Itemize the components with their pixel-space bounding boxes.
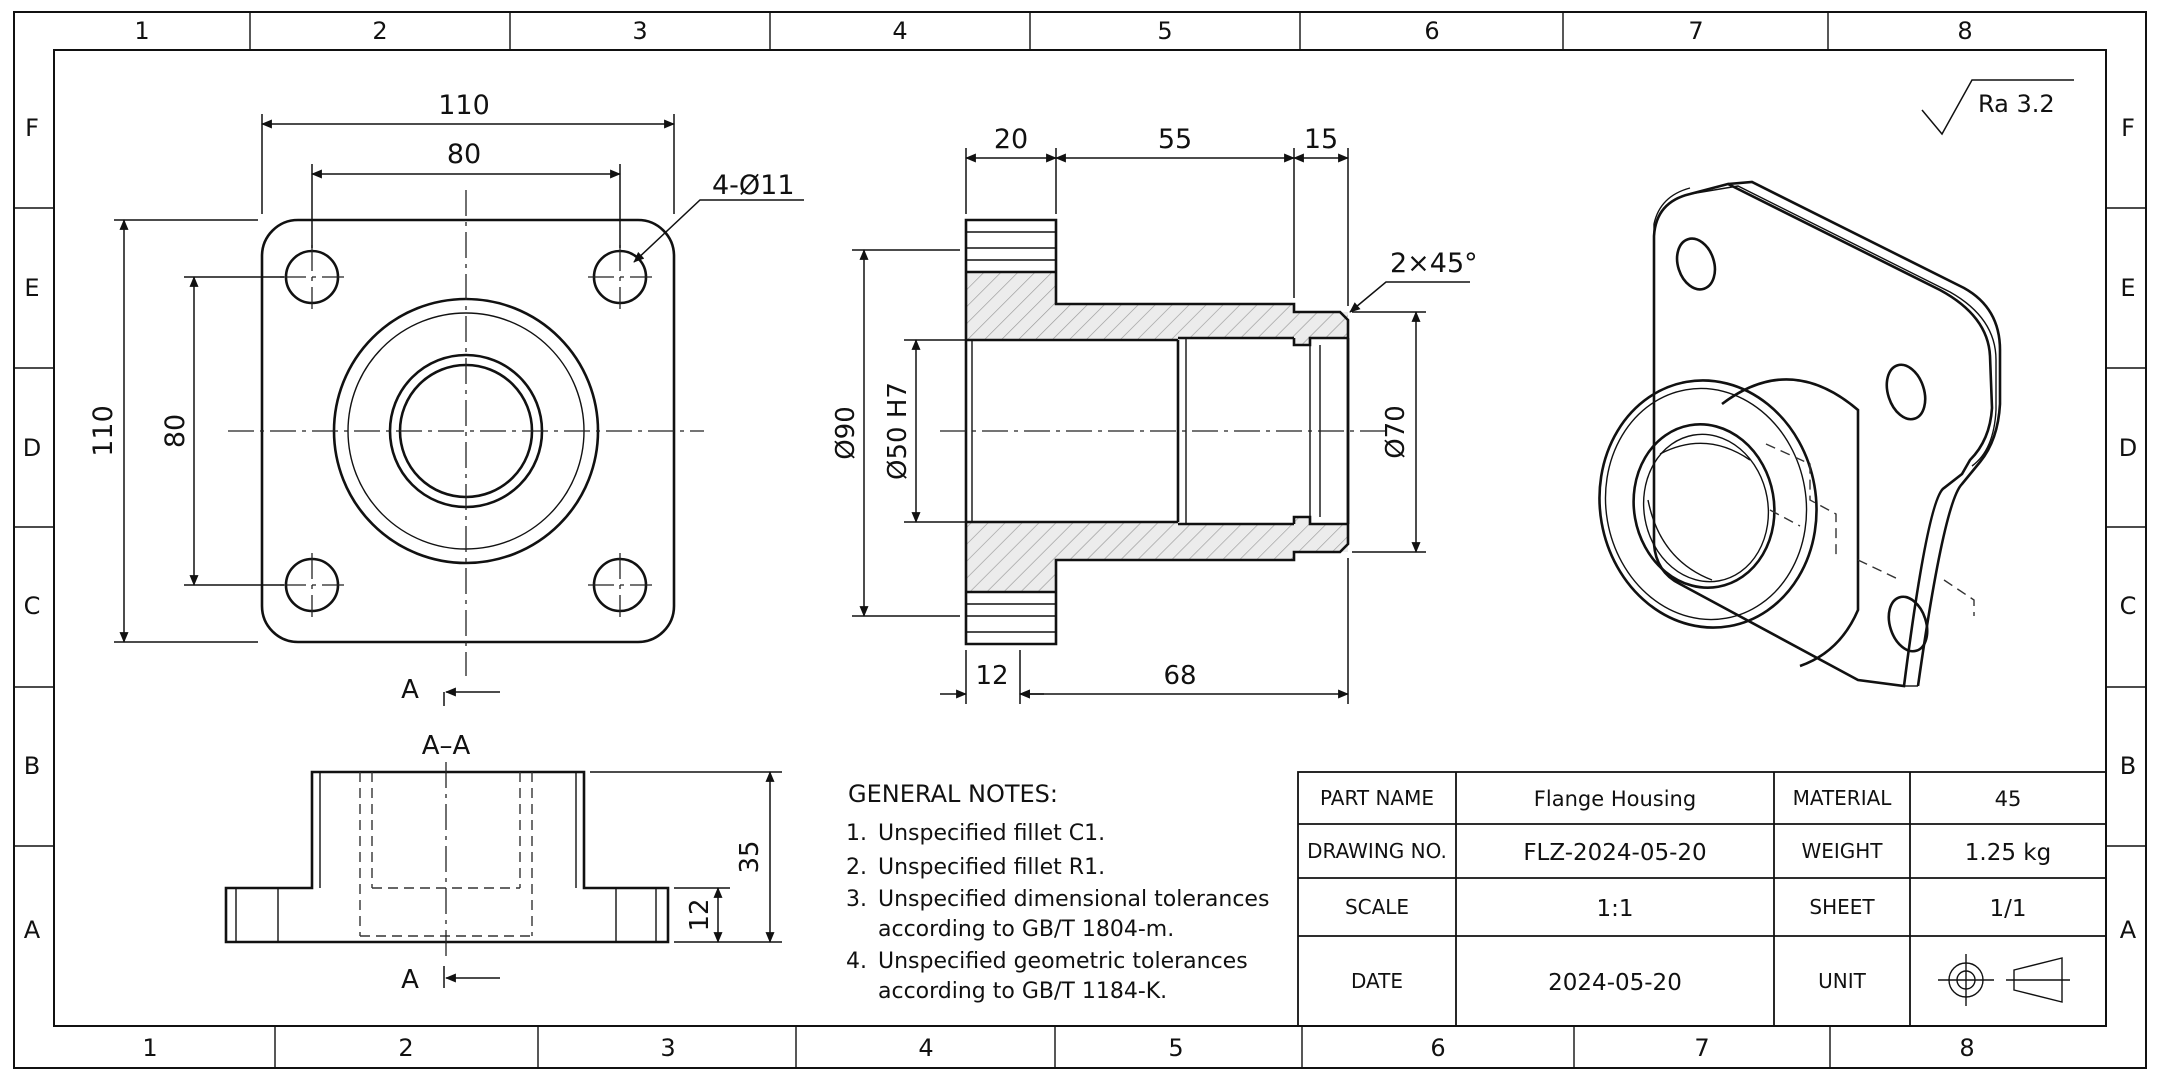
dim-total-hub: 68 xyxy=(1163,661,1196,691)
section-marker-top: A xyxy=(401,675,419,705)
dia-hub: Ø70 xyxy=(1381,405,1411,459)
top-view: 110 80 110 80 4-Ø11 A xyxy=(88,90,804,706)
zone-col-4: 4 xyxy=(892,17,907,45)
dim-overall-width: 110 xyxy=(438,90,490,121)
zone-labels-right: F E D C B A xyxy=(2119,114,2137,944)
zone-row-d: D xyxy=(23,434,41,462)
tb-part-name-label: PART NAME xyxy=(1320,786,1434,810)
note-2-text: Unspecified fillet R1. xyxy=(878,855,1105,880)
zone-col-6-bottom: 6 xyxy=(1430,1034,1445,1062)
section-a-a-view: A–A 35 12 A xyxy=(224,731,782,995)
note-4-text-cont: according to GB/T 1184-K. xyxy=(878,979,1167,1004)
dim-lower-flange: 12 xyxy=(975,661,1008,691)
zone-col-8: 8 xyxy=(1957,17,1972,45)
zone-col-2-bottom: 2 xyxy=(398,1034,413,1062)
zone-col-1: 1 xyxy=(134,17,149,45)
section-dim-height: 35 xyxy=(735,840,765,873)
dia-bore: Ø50 H7 xyxy=(883,382,913,480)
zone-col-8-bottom: 8 xyxy=(1959,1034,1974,1062)
zone-col-1-bottom: 1 xyxy=(142,1034,157,1062)
zone-row-b-right: B xyxy=(2120,752,2136,780)
section-outline xyxy=(224,770,670,944)
tb-scale-label: SCALE xyxy=(1345,895,1409,919)
iso-hole-tl xyxy=(1675,237,1717,291)
iso-flange-plate xyxy=(1652,182,1994,688)
zone-row-a: A xyxy=(24,916,41,944)
general-notes: GENERAL NOTES: 1. Unspecified fillet C1.… xyxy=(846,780,1269,1004)
note-4-num: 4. xyxy=(846,949,867,974)
dia-flange: Ø90 xyxy=(831,406,861,460)
zone-col-6: 6 xyxy=(1424,17,1439,45)
tb-scale: 1:1 xyxy=(1596,896,1633,922)
tb-weight-label: WEIGHT xyxy=(1801,839,1883,863)
iso-hub-face-outer xyxy=(1598,379,1818,629)
note-4-text: Unspecified geometric tolerances xyxy=(878,949,1248,974)
note-2-num: 2. xyxy=(846,855,867,880)
zone-labels-top: 1 2 3 4 5 6 7 8 xyxy=(134,17,1972,45)
iso-hole-br xyxy=(1887,595,1929,653)
dim-groove-length: 15 xyxy=(1304,124,1338,155)
front-section-view: 20 55 15 2×45° Ø90 Ø50 H7 Ø70 12 68 xyxy=(831,124,1478,704)
note-3-text: Unspecified dimensional tolerances xyxy=(878,887,1269,912)
zone-row-e-right: E xyxy=(2120,274,2135,302)
dim-hub-length: 55 xyxy=(1158,124,1192,155)
tb-drawing-no-label: DRAWING NO. xyxy=(1307,839,1447,863)
zone-col-3: 3 xyxy=(632,17,647,45)
surface-finish-text: Ra 3.2 xyxy=(1978,90,2055,118)
dim-overall-height: 110 xyxy=(88,405,119,457)
notes-title: GENERAL NOTES: xyxy=(848,780,1058,808)
dim-hole-spacing-x: 80 xyxy=(447,139,481,170)
note-1-text: Unspecified fillet C1. xyxy=(878,821,1105,846)
zone-row-b: B xyxy=(24,752,40,780)
tb-part-name: Flange Housing xyxy=(1534,787,1696,811)
iso-bore-inner xyxy=(1642,433,1770,583)
zone-row-c: C xyxy=(24,592,41,620)
tb-weight: 1.25 kg xyxy=(1965,840,2051,866)
zone-col-5: 5 xyxy=(1157,17,1172,45)
tb-unit-label: UNIT xyxy=(1818,969,1866,993)
section-hatch-lower xyxy=(966,517,1348,592)
tb-date: 2024-05-20 xyxy=(1548,970,1682,996)
note-1-num: 1. xyxy=(846,821,867,846)
zone-col-7-bottom: 7 xyxy=(1694,1034,1709,1062)
tb-material-label: MATERIAL xyxy=(1793,786,1893,810)
tb-drawing-no: FLZ-2024-05-20 xyxy=(1523,840,1706,866)
section-dim-flange: 12 xyxy=(685,898,715,931)
zone-labels-bottom: 1 2 3 4 5 6 7 8 xyxy=(142,1034,1974,1062)
iso-bore-outer xyxy=(1632,423,1776,589)
zone-row-f: F xyxy=(25,114,39,142)
zone-labels-left: F E D C B A xyxy=(23,114,41,944)
zone-row-e: E xyxy=(24,274,39,302)
zone-row-a-right: A xyxy=(2120,916,2137,944)
zone-row-c-right: C xyxy=(2120,592,2137,620)
tb-date-label: DATE xyxy=(1351,969,1403,993)
note-3-num: 3. xyxy=(846,887,867,912)
tb-sheet-label: SHEET xyxy=(1809,895,1875,919)
iso-hole-tr xyxy=(1885,363,1927,421)
dim-flange-thickness: 20 xyxy=(994,124,1028,155)
hole-callout: 4-Ø11 xyxy=(712,170,795,201)
surface-finish-symbol: Ra 3.2 xyxy=(1921,79,2074,136)
zone-row-f-right: F xyxy=(2121,114,2135,142)
isometric-view xyxy=(1598,180,2002,688)
zone-col-4-bottom: 4 xyxy=(918,1034,933,1062)
tb-material: 45 xyxy=(1995,787,2022,811)
zone-col-3-bottom: 3 xyxy=(660,1034,675,1062)
section-hatch-upper xyxy=(966,272,1348,345)
zone-row-d-right: D xyxy=(2119,434,2137,462)
iso-hub-face-inner xyxy=(1604,387,1808,621)
zone-col-7: 7 xyxy=(1688,17,1703,45)
title-block: PART NAME DRAWING NO. SCALE DATE MATERIA… xyxy=(1297,771,2107,1027)
section-title: A–A xyxy=(422,731,471,761)
drawing-border xyxy=(13,11,2147,1069)
tb-sheet: 1/1 xyxy=(1989,896,2026,922)
zone-col-2: 2 xyxy=(372,17,387,45)
note-3-text-cont: according to GB/T 1804-m. xyxy=(878,917,1174,942)
dim-hole-spacing-y: 80 xyxy=(160,414,191,448)
first-angle-projection-icon xyxy=(1938,954,2070,1006)
section-marker-bottom: A xyxy=(401,965,419,995)
zone-col-5-bottom: 5 xyxy=(1168,1034,1183,1062)
chamfer-callout: 2×45° xyxy=(1390,248,1478,279)
